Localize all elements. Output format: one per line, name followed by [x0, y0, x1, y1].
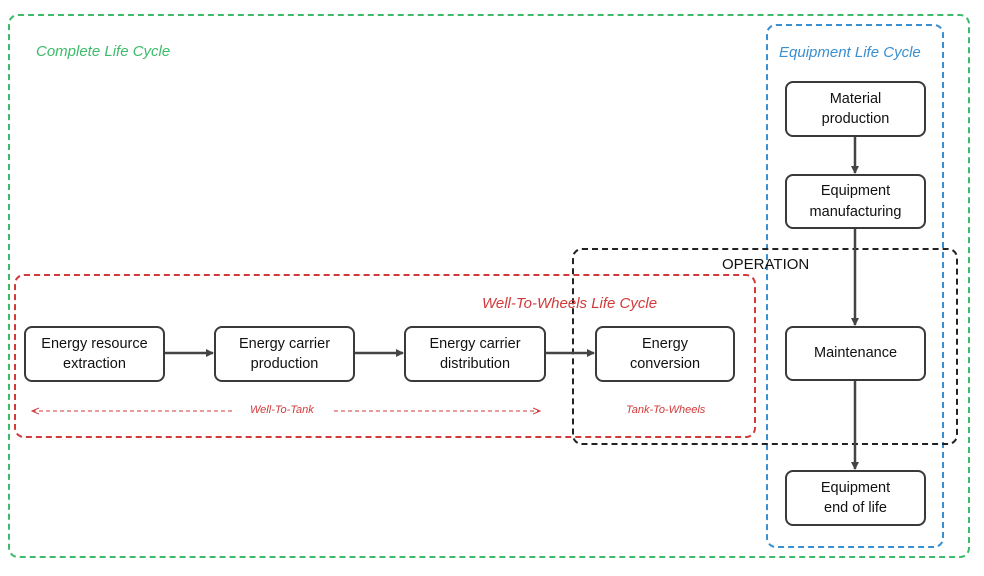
node-energy-resource-extraction: Energy resource extraction — [24, 326, 165, 382]
operation-region — [572, 248, 958, 445]
node-equipment-end-of-life-text: Equipment end of life — [820, 479, 891, 516]
complete-life-cycle-region — [8, 14, 970, 558]
tank-to-wheels-label: Tank-To-Wheels — [626, 404, 706, 416]
well-to-tank-label: Well-To-Tank — [250, 404, 314, 416]
complete-life-cycle-label: Complete Life Cycle — [36, 43, 171, 60]
well-to-wheels-label: Well-To-Wheels Life Cycle — [482, 295, 658, 312]
node-equipment-manufacturing: Equipment manufacturing — [785, 174, 926, 229]
well-to-wheels-region — [14, 274, 756, 438]
operation-label: OPERATION — [722, 256, 810, 273]
node-energy-carrier-production: Energy carrier production — [214, 326, 355, 382]
node-energy-carrier-distribution-text: Energy carrier distribution — [429, 335, 521, 372]
node-maintenance-text: Maintenance — [813, 345, 898, 362]
node-material-production-text: Material production — [821, 90, 890, 127]
node-maintenance: Maintenance — [785, 326, 926, 381]
node-energy-carrier-distribution: Energy carrier distribution — [404, 326, 546, 382]
equipment-life-cycle-label: Equipment Life Cycle — [779, 44, 921, 61]
node-material-production: Material production — [785, 81, 926, 137]
node-energy-conversion: Energy conversion — [595, 326, 735, 382]
node-equipment-manufacturing-text: Equipment manufacturing — [809, 183, 902, 220]
node-energy-resource-extraction-text: Energy resource extraction — [41, 335, 148, 372]
node-energy-conversion-text: Energy conversion — [629, 335, 701, 372]
node-equipment-end-of-life: Equipment end of life — [785, 470, 926, 526]
node-energy-carrier-production-text: Energy carrier production — [238, 335, 331, 372]
equipment-life-cycle-region — [766, 24, 944, 548]
